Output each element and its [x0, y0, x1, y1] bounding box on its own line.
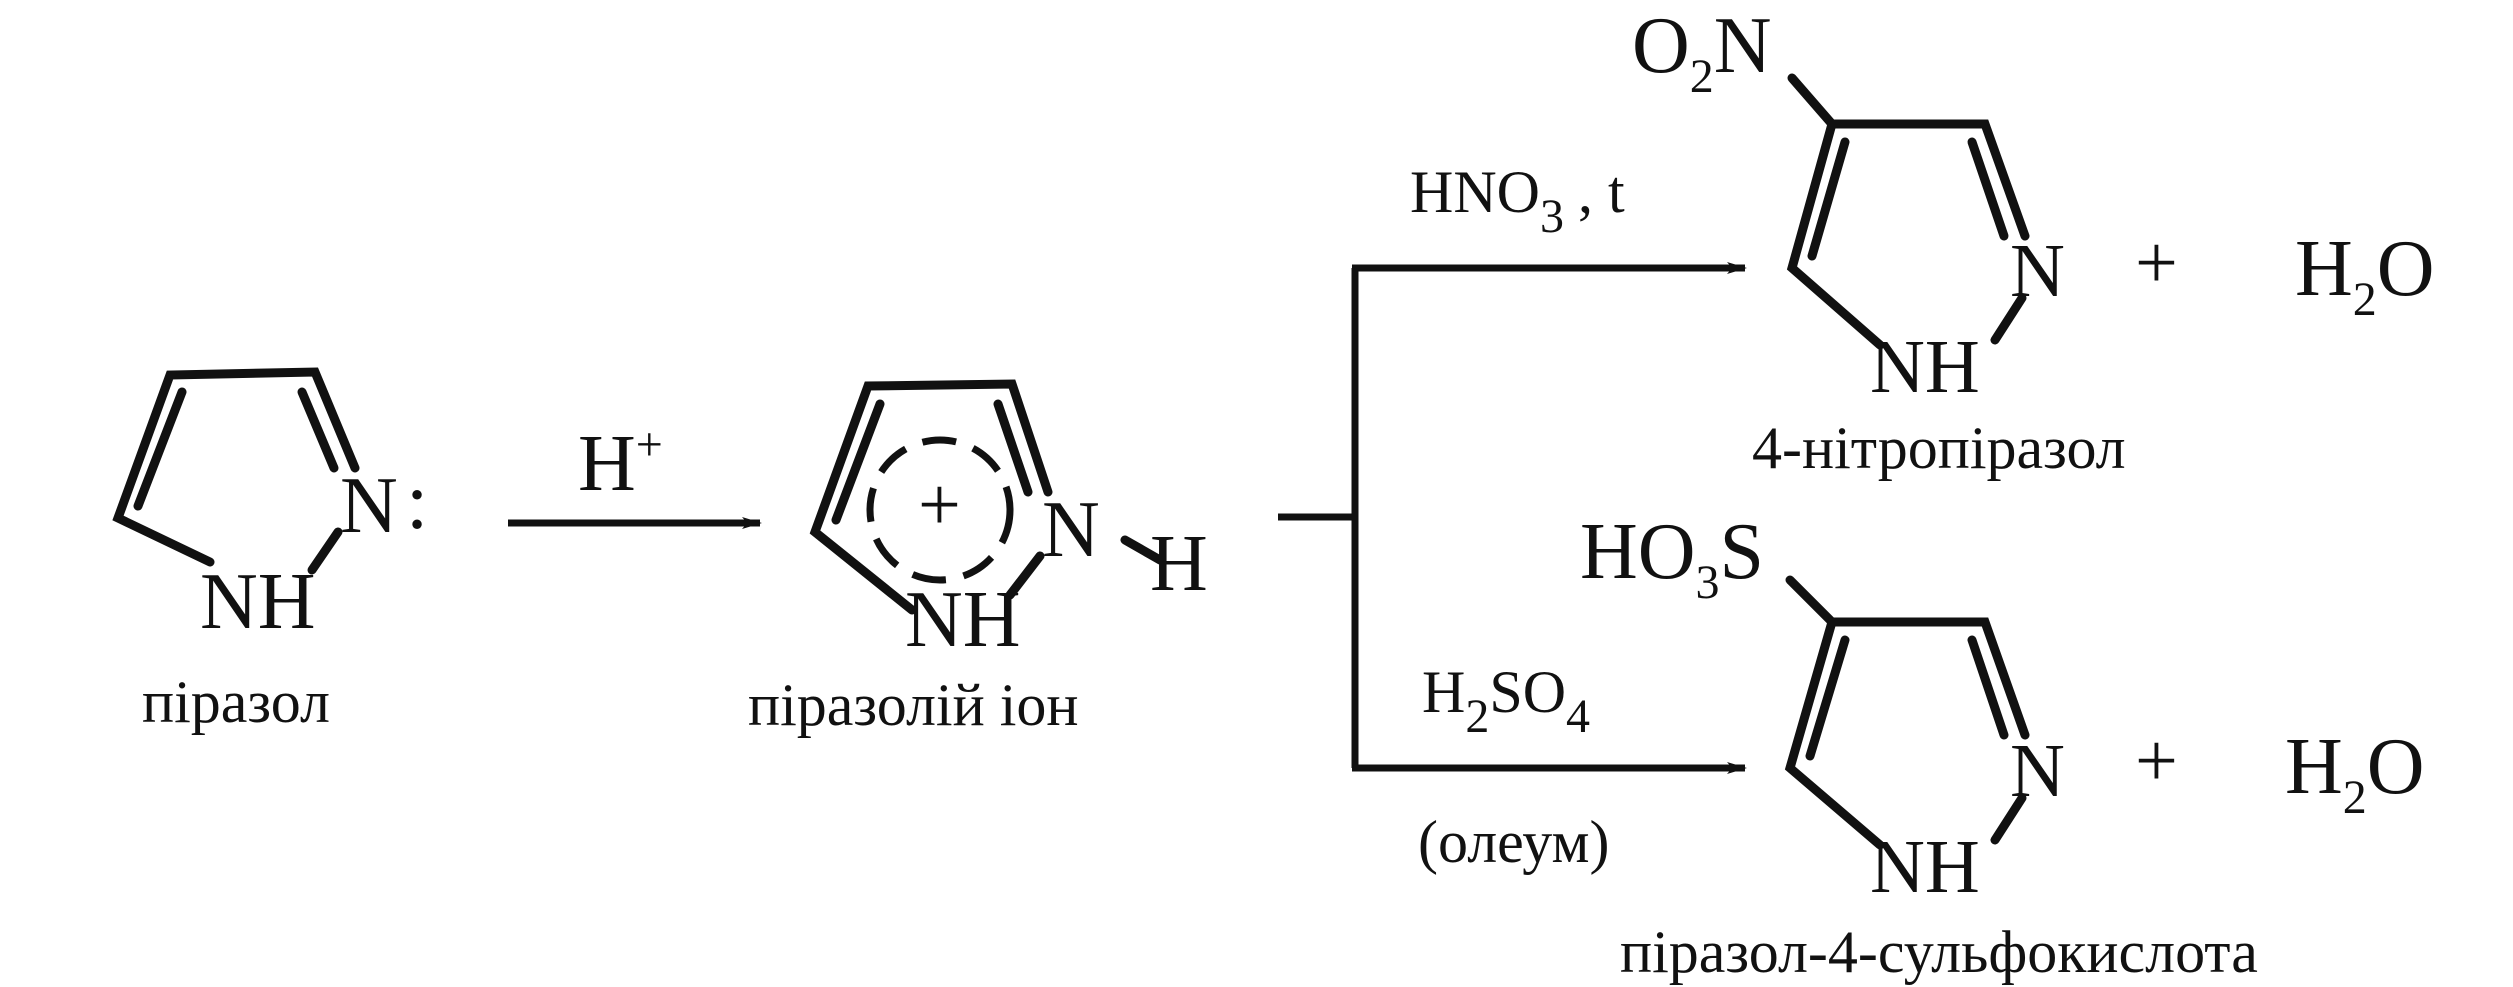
pyrazole-lone-pair: :	[406, 458, 428, 546]
protonation-step: H+	[508, 418, 762, 529]
pyrazole-name: піразол	[142, 669, 330, 735]
nitropyrazole-ring-bonds	[1786, 119, 2030, 350]
nitropyrazole-double-bond-inner-2	[1967, 137, 2009, 241]
protonation-reagent: H+	[578, 418, 663, 508]
pyrazole-n-nh-bond	[307, 527, 343, 575]
pyrazolium-double-bond-inner	[831, 399, 885, 525]
branch-bracket	[1278, 262, 1747, 774]
sulfo-group-label: HO3S	[1580, 508, 1764, 609]
pyrazole-nh-label: NH	[200, 558, 316, 646]
sulfo-c4-bond	[1785, 575, 1837, 627]
pyrazolium-n-nh-bond	[1005, 551, 1045, 600]
sulfonation-water: H2O	[2285, 723, 2425, 824]
sulfonic-acid-nh-label: NH	[1870, 825, 1980, 909]
nitropyrazole-n-nh-bond	[1990, 293, 2027, 345]
sulfonic-acid-double-bond-inner	[1805, 635, 1850, 761]
sulfonic-acid-double-bond-inner-2	[1967, 635, 2009, 740]
pyrazolium-n-h-bond	[1120, 535, 1165, 565]
nitration-plus: +	[2135, 221, 2178, 305]
nitration-reagent: HNO3, t	[1410, 159, 1625, 243]
nitropyrazole-n-label: N	[2010, 229, 2065, 313]
pyrazolium-name: піразолій іон	[748, 672, 1078, 738]
pyrazole-double-bond-inner-2	[297, 387, 339, 473]
sulfonic-acid-name: піразол-4-сульфокислота	[1620, 919, 2258, 985]
pyrazole-structure: N : NH піразол	[112, 367, 428, 735]
sulfonic-acid-structure: HO3S N NH + H2O піразол-4-сульфокислота	[1580, 508, 2425, 985]
nitropyrazole-structure: O2N N NH + H2O 4-нітропіразол	[1632, 2, 2435, 481]
pyrazole-n-label: N	[340, 462, 398, 550]
pyrazolium-delocalized-ring	[866, 436, 1014, 584]
pyrazolium-double-bond-inner-2	[993, 399, 1033, 497]
pyrazolium-charge: +	[918, 463, 961, 547]
nitropyrazole-name: 4-нітропіразол	[1752, 415, 2126, 481]
sulfonic-acid-ring-bonds	[1784, 617, 2030, 850]
sulfonation-reagent: H2SO4	[1422, 659, 1590, 743]
nitro-group-label: O2N	[1632, 2, 1772, 103]
pyrazolium-structure: + N H NH піразолій іон	[748, 379, 1208, 738]
pyrazole-ring-bonds	[112, 367, 360, 567]
sulfonic-acid-n-nh-bond	[1990, 793, 2027, 845]
nitro-c4-bond	[1787, 73, 1837, 129]
pyrazolium-nh-label: NH	[905, 576, 1021, 664]
pyrazolium-ring-bonds	[809, 379, 1053, 615]
sulfonic-acid-n-label: N	[2010, 729, 2065, 813]
nitropyrazole-nh-label: NH	[1870, 325, 1980, 409]
nitropyrazole-double-bond-inner	[1807, 137, 1850, 261]
sulfonation-plus: +	[2135, 719, 2178, 803]
pyrazole-double-bond-inner	[133, 387, 187, 511]
pyrazolium-h-label: H	[1150, 520, 1208, 608]
nitration-water: H2O	[2295, 225, 2435, 326]
pyrazolium-n-label: N	[1042, 486, 1100, 574]
sulfonation-condition: (олеум)	[1418, 809, 1609, 875]
